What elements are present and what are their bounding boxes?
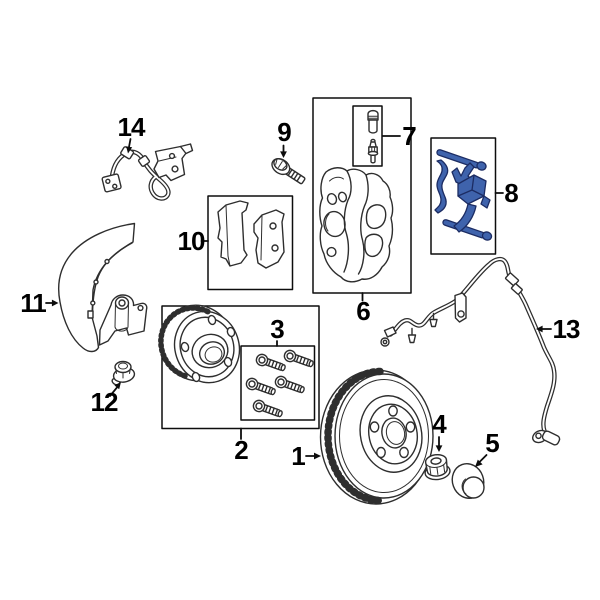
part-14-brake-hose-drawing[interactable] [101, 143, 194, 201]
part-1-rotor-drawing[interactable] [319, 367, 434, 505]
part-label-5[interactable]: 5 [485, 428, 500, 458]
part-label-13[interactable]: 13 [552, 314, 581, 344]
part-label-8[interactable]: 8 [504, 178, 519, 208]
part-10-callout-box [207, 195, 294, 291]
part-label-12[interactable]: 12 [90, 387, 119, 417]
part-label-1[interactable]: 1 [291, 441, 306, 471]
part-label-6[interactable]: 6 [356, 296, 371, 326]
part-10-brake-pads-drawing[interactable] [217, 200, 285, 269]
part-13-abs-harness-drawing[interactable] [380, 256, 561, 446]
part-11-arrow [45, 299, 59, 307]
part-12-arrow [109, 382, 121, 397]
part-14-arrow [126, 138, 133, 154]
part-9-bolt-drawing[interactable] [269, 155, 307, 187]
part-9-arrow [280, 144, 287, 158]
part-label-14[interactable]: 14 [117, 112, 146, 142]
part-13-arrow [536, 325, 552, 333]
diagram-artwork [45, 97, 561, 505]
part-8-hardware-kit-drawing[interactable] [434, 149, 493, 241]
part-label-10[interactable]: 10 [177, 226, 206, 256]
part-label-3[interactable]: 3 [270, 314, 285, 344]
part-8-callout-box [430, 137, 497, 255]
part-2-hub-drawing[interactable] [151, 296, 249, 391]
part-label-4[interactable]: 4 [432, 409, 447, 439]
part-label-2[interactable]: 2 [234, 435, 249, 465]
part-label-9[interactable]: 9 [277, 117, 292, 147]
part-11-splash-shield-drawing[interactable] [58, 222, 148, 353]
part-7-bleeder-drawing[interactable] [367, 109, 379, 164]
part-5-dust-cap-drawing[interactable] [447, 459, 488, 502]
part-4-arrow [435, 436, 443, 452]
part-5-arrow [475, 454, 488, 467]
part-3-wheel-studs-drawing[interactable] [245, 349, 315, 420]
part-6-caliper-drawing[interactable] [319, 167, 394, 283]
part-label-7[interactable]: 7 [402, 121, 417, 151]
part-1-arrow [305, 452, 321, 460]
part-4-hub-nut-drawing[interactable] [423, 453, 451, 481]
part-label-11[interactable]: 11 [20, 288, 46, 318]
part-12-bolt-drawing[interactable] [111, 360, 136, 386]
